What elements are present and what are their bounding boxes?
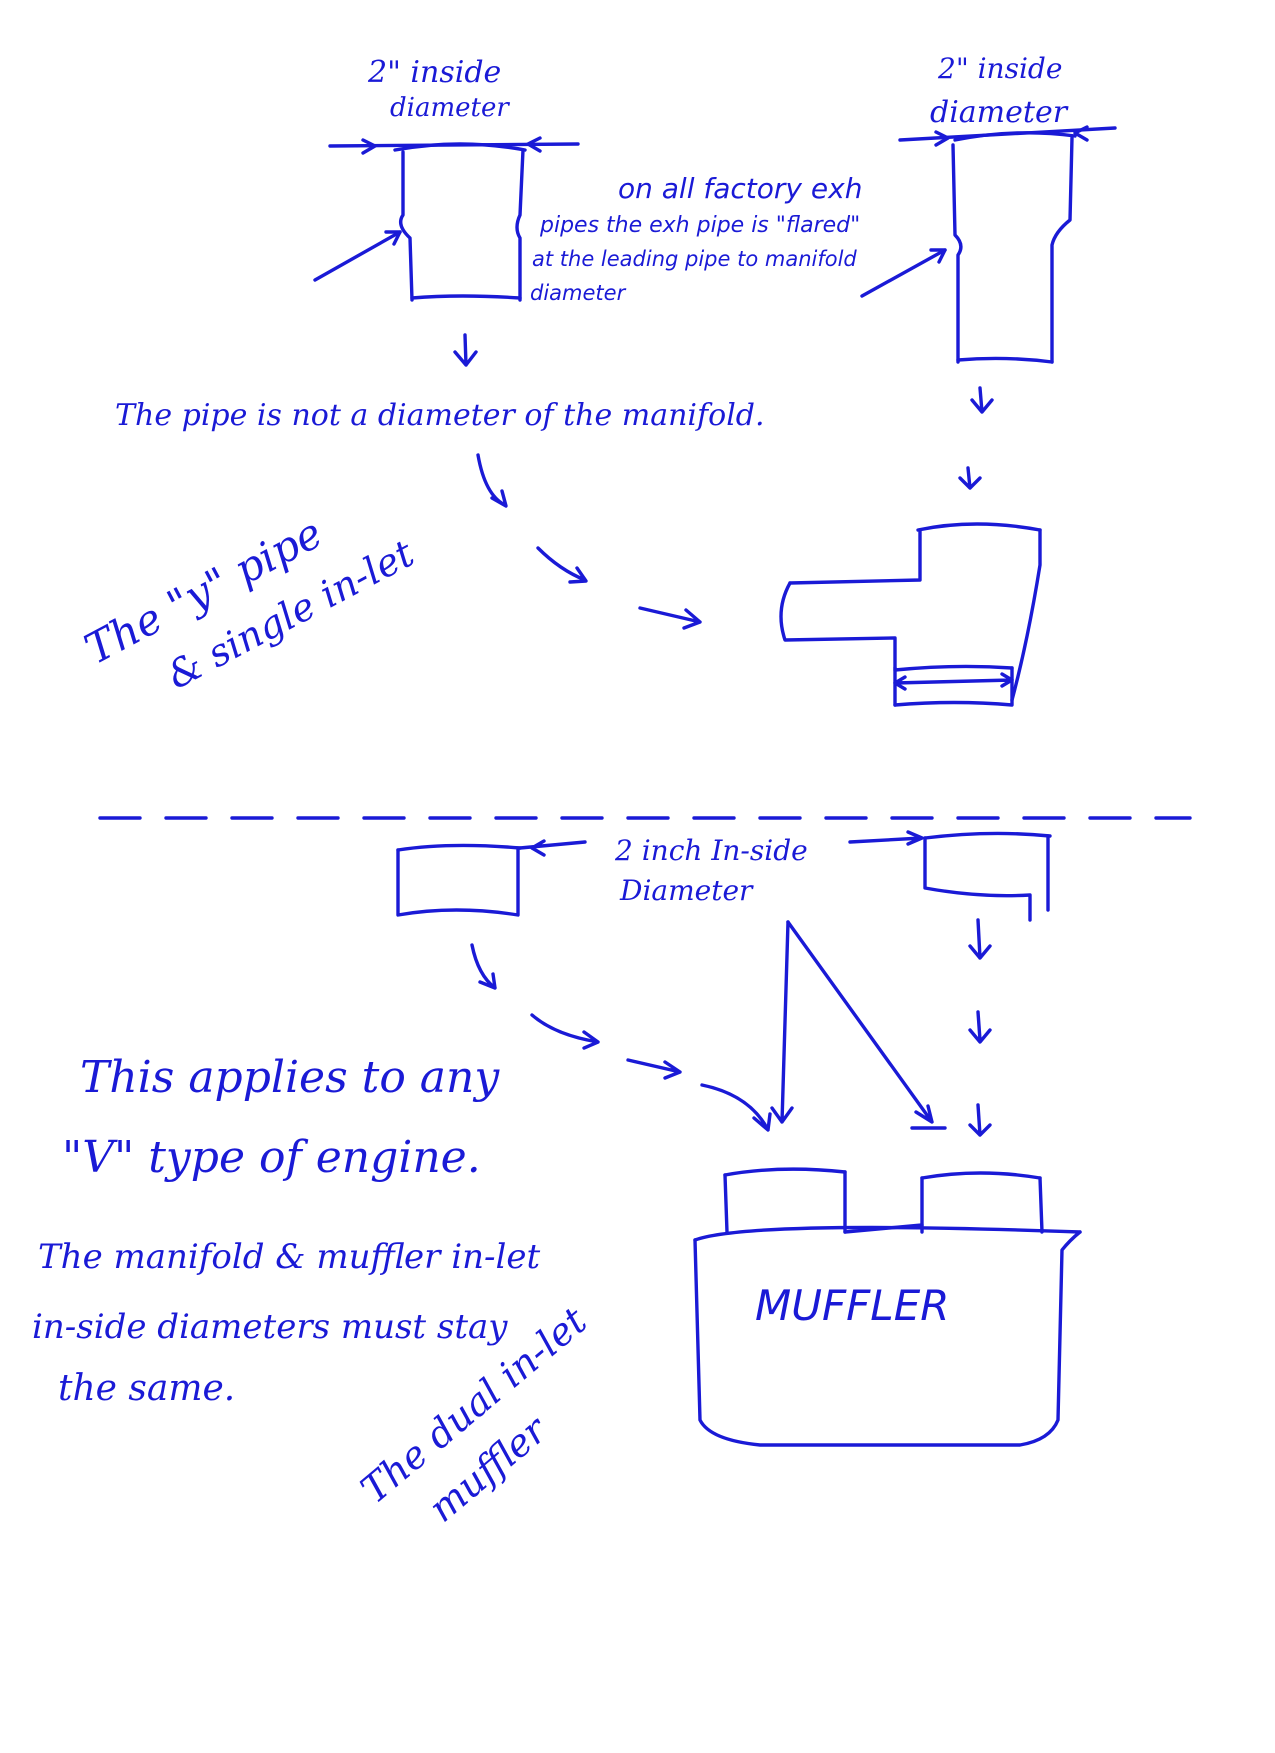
flow-arrows-top bbox=[453, 333, 994, 630]
flare-note-line-3: at the leading pipe to manifold bbox=[532, 247, 857, 271]
label-applies-1: This applies to any bbox=[80, 1052, 500, 1103]
label-right-pipe-size-2: diameter bbox=[930, 95, 1069, 130]
label-right-pipe-size: 2" inside bbox=[937, 52, 1062, 85]
label-applies-2: "V" type of engine. bbox=[62, 1132, 481, 1183]
y-pipe bbox=[779, 522, 1042, 707]
label-manifold-2: in-side diameters must stay bbox=[32, 1307, 508, 1347]
bottom-left-pipe bbox=[396, 839, 587, 917]
dual-inlet-muffler bbox=[693, 1167, 1082, 1447]
right-exhaust-pipe bbox=[860, 125, 1117, 364]
label-two-inch-2: Diameter bbox=[619, 874, 754, 907]
left-exhaust-pipe bbox=[313, 136, 580, 302]
label-not-diameter: The pipe is not a diameter of the manifo… bbox=[115, 398, 765, 433]
label-two-inch: 2 inch In-side bbox=[614, 834, 808, 867]
annotations: 2" inside diameter 2" inside diameter on… bbox=[32, 52, 1069, 1531]
label-left-pipe-size-2: diameter bbox=[390, 93, 510, 123]
label-manifold-1: The manifold & muffler in-let bbox=[38, 1237, 540, 1277]
flare-note-line-1: on all factory exh bbox=[618, 172, 862, 205]
label-muffler: MUFFLER bbox=[755, 1281, 949, 1330]
flare-note-line-4: diameter bbox=[530, 281, 627, 305]
label-manifold-3: the same. bbox=[58, 1368, 235, 1409]
bottom-right-pipe bbox=[848, 830, 1052, 922]
label-left-pipe-size: 2" inside bbox=[367, 55, 501, 90]
flow-arrows-bottom bbox=[470, 918, 992, 1137]
flare-note-line-2: pipes the exh pipe is "flared" bbox=[539, 213, 860, 238]
